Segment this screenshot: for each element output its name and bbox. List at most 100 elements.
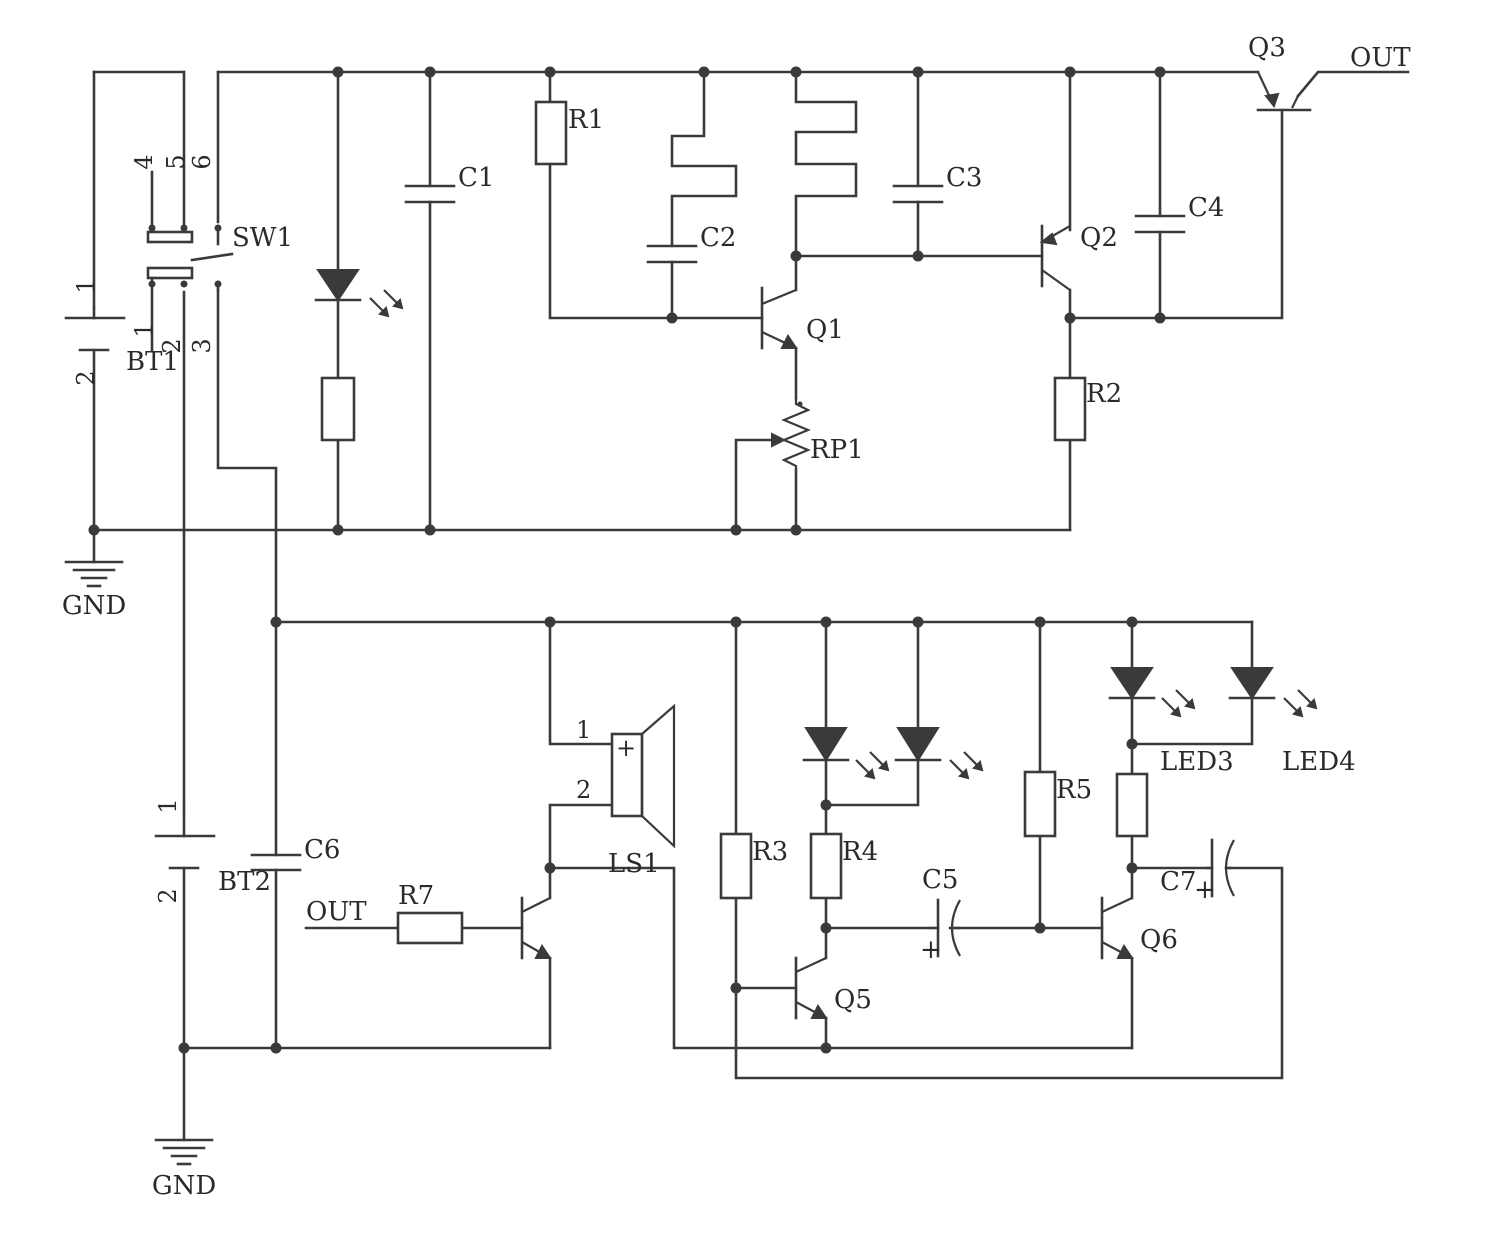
bt1-pin1-label: 1	[72, 278, 100, 293]
led-q5-left	[802, 727, 890, 780]
junction	[424, 524, 436, 536]
transistor-q5: Q5	[794, 956, 872, 1020]
transistor-q3: Q3 OUT	[1248, 33, 1411, 112]
potentiometer-rp1: RP1	[770, 398, 864, 470]
sw1-pin3-label: 3	[188, 338, 216, 353]
ls1-plus-label: +	[616, 734, 636, 762]
battery-bt1: 1 2 BT1	[64, 278, 179, 386]
resistor-r2: R2	[1053, 376, 1122, 442]
r5-label: R5	[1056, 775, 1092, 805]
ls1-label: LS1	[608, 849, 660, 879]
sw1-pin1-label: 1	[130, 322, 158, 337]
capacitor-c3: C3	[892, 163, 982, 204]
capacitor-c5: + C5	[920, 865, 961, 965]
transistor-speaker-driver	[520, 896, 552, 960]
capacitor-c4: C4	[1134, 193, 1224, 234]
junction	[544, 66, 556, 78]
bt2-pin2-label: 2	[154, 888, 182, 903]
led-led4: LED4	[1228, 667, 1356, 777]
junction	[544, 862, 556, 874]
resistor-r7: R7 OUT	[306, 881, 464, 945]
c7-plus-label: +	[1194, 875, 1216, 905]
bt2-label: BT2	[218, 867, 271, 897]
junction	[912, 66, 924, 78]
light-arrows-icon	[949, 751, 984, 780]
capacitor-c6: C6	[250, 835, 340, 872]
light-arrows-icon	[1161, 689, 1196, 718]
junction	[790, 524, 802, 536]
transistor-q2: Q2	[1039, 223, 1118, 291]
led-led3: LED3	[1108, 667, 1234, 777]
capacitor-c2: C2	[646, 223, 736, 264]
junction	[1064, 312, 1076, 324]
junction	[820, 1042, 832, 1054]
junction	[1126, 738, 1138, 750]
junction	[332, 66, 344, 78]
r4-label: R4	[842, 837, 878, 867]
junction	[332, 524, 344, 536]
c1-label: C1	[458, 163, 494, 193]
sw1-pin5-label: 5	[162, 154, 190, 169]
sw1-pin6-label: 6	[188, 154, 216, 169]
junction	[178, 1042, 190, 1054]
c3-label: C3	[946, 163, 982, 193]
transistor-q6: Q6	[1100, 896, 1178, 960]
junction	[270, 1042, 282, 1054]
junction	[912, 250, 924, 262]
junction	[730, 982, 742, 994]
light-arrows-icon	[855, 751, 890, 780]
junction	[666, 312, 678, 324]
c6-label: C6	[304, 835, 340, 865]
transistor-q1: Q1	[760, 286, 844, 350]
battery-bt2: 1 2 BT2	[154, 798, 271, 903]
led-indicator-top	[314, 269, 404, 442]
ground-symbol-bottom: GND	[152, 1138, 216, 1201]
speaker-ls1: + 1 2 LS1	[576, 703, 676, 879]
junction	[1034, 616, 1046, 628]
junction	[1034, 922, 1046, 934]
c5-label: C5	[922, 865, 958, 895]
q3-label: Q3	[1248, 33, 1286, 63]
r2-label: R2	[1086, 379, 1122, 409]
resistor-led3	[1115, 772, 1149, 838]
switch-sw1: 4 5 6 1 2 3 SW1	[130, 154, 293, 353]
sw1-label: SW1	[232, 223, 293, 253]
junction	[424, 66, 436, 78]
junction	[1154, 66, 1166, 78]
junction	[820, 922, 832, 934]
q1-label: Q1	[806, 315, 844, 345]
junction	[820, 799, 832, 811]
resistor-r5: R5	[1023, 770, 1092, 838]
c5-plus-label: +	[920, 935, 942, 965]
r7-label: R7	[398, 881, 434, 911]
ground-symbol-top: GND	[62, 528, 126, 621]
c2-label: C2	[700, 223, 736, 253]
junction	[544, 616, 556, 628]
led-q5-right	[894, 727, 984, 780]
junction	[912, 616, 924, 628]
resistor-r3: R3	[719, 832, 788, 900]
gnd-top-label: GND	[62, 591, 126, 621]
light-arrows-icon	[369, 289, 404, 318]
junction	[1064, 66, 1076, 78]
sw1-pin4-label: 4	[130, 154, 158, 169]
led4-label: LED4	[1282, 747, 1356, 777]
q2-label: Q2	[1080, 223, 1118, 253]
out-bottom-label: OUT	[306, 897, 367, 927]
junction-dots	[88, 66, 1166, 1054]
bt2-pin1-label: 1	[154, 798, 182, 813]
light-arrows-icon	[1283, 689, 1318, 718]
junction	[1126, 862, 1138, 874]
led3-label: LED3	[1160, 747, 1234, 777]
junction	[790, 66, 802, 78]
bottom-circuit-wires	[182, 620, 1284, 1142]
junction	[790, 250, 802, 262]
capacitor-c7: + C7	[1160, 838, 1235, 905]
bt1-label: BT1	[126, 347, 179, 377]
resistor-r1: R1	[534, 100, 604, 166]
capacitor-c1: C1	[404, 163, 494, 204]
q6-label: Q6	[1140, 925, 1178, 955]
q5-label: Q5	[834, 985, 872, 1015]
r1-label: R1	[568, 105, 604, 135]
